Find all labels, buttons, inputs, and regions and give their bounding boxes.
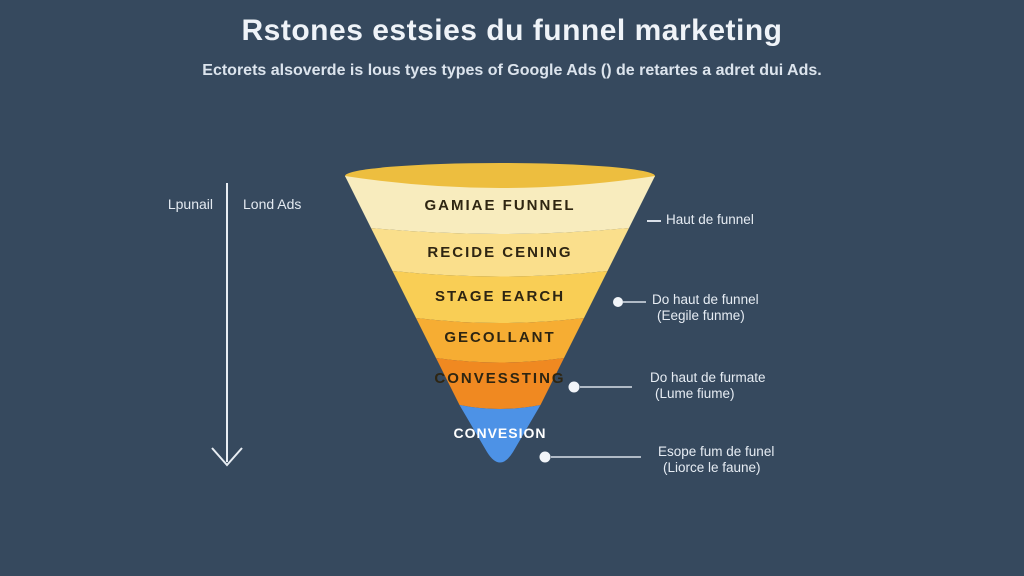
axis-label-lond-ads: Lond Ads (243, 196, 302, 212)
funnel-layer-6 (459, 405, 541, 463)
annotation-line2: (Eegile funme) (657, 308, 745, 323)
down-arrow-head-icon (211, 447, 243, 467)
funnel-layer-5-label: CONVESSTING (434, 370, 566, 387)
connector-dot-2 (613, 297, 623, 307)
connector-dot-4 (539, 451, 551, 463)
funnel-layer-1-label: GAMIAE FUNNEL (424, 197, 576, 214)
funnel-layer-3 (392, 271, 608, 323)
connector-dot-3 (568, 381, 580, 393)
funnel-layer-2 (371, 228, 629, 277)
funnel-layer-1 (345, 176, 655, 234)
annotation-line1: Do haut de furmate (650, 370, 766, 385)
annotation-line2: (Liorce le faune) (663, 460, 761, 475)
page-title: Rstones estsies du funnel marketing (241, 14, 783, 47)
annotation-line2: (Lume fiume) (655, 386, 735, 401)
funnel-layer-6-label: CONVESION (453, 425, 547, 441)
annotation-line1: Haut de funnel (666, 212, 754, 227)
funnel-layer-5 (436, 358, 564, 409)
annotation-do-haut-de-funnel: Do haut de funnel (Eegile funme) (652, 292, 759, 324)
funnel-layer-4-label: GECOLLANT (444, 329, 556, 346)
axis-label-lpunail: Lpunail (167, 196, 213, 212)
annotation-esope-fum-de-funel: Esope fum de funel (Liorce le faune) (658, 444, 774, 476)
funnel-layer-4 (416, 318, 584, 363)
page-subtitle: Ectorets alsoverde is lous tyes types of… (202, 62, 822, 79)
annotation-line1: Esope fum de funel (658, 444, 775, 459)
funnel-layer-2-label: RECIDE CENING (427, 244, 573, 261)
annotation-do-haut-de-furmate: Do haut de furmate (Lume fiume) (650, 370, 766, 402)
annotation-line1: Do haut de funnel (652, 292, 759, 307)
funnel-layer-3-label: STAGE EARCH (434, 288, 566, 305)
annotation-haut-de-funnel: Haut de funnel (666, 212, 754, 228)
funnel-rim (345, 163, 655, 189)
